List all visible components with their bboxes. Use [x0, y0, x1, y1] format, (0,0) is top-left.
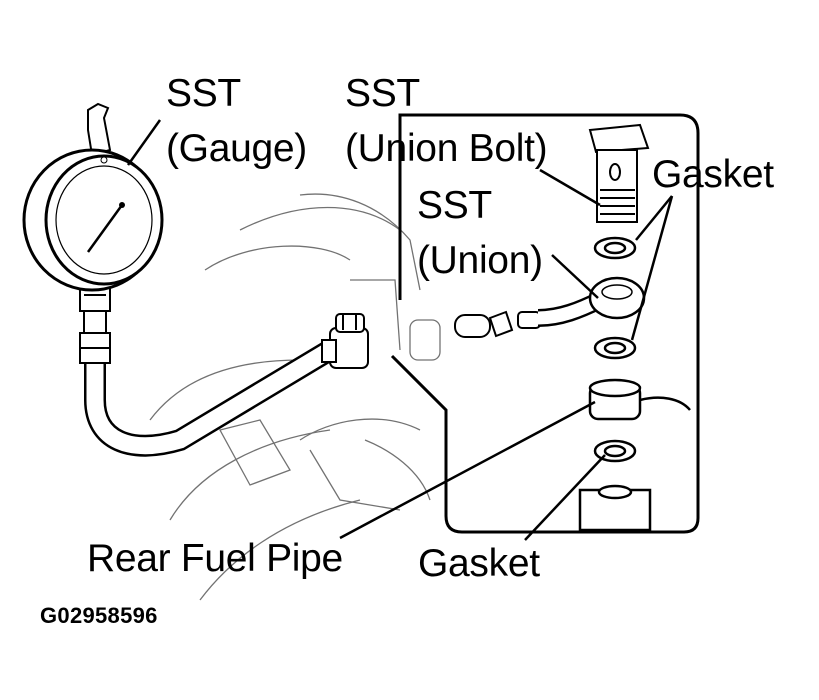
- label-rear-fuel-pipe: Rear Fuel Pipe: [87, 537, 343, 580]
- fuel-filter-union: [321, 313, 369, 369]
- label-sst-union-bolt-line1: SST: [345, 72, 420, 115]
- gaskets-and-fitting: [578, 236, 691, 532]
- label-sst-union-bolt-line2: (Union Bolt): [345, 127, 548, 170]
- label-gasket-top: Gasket: [652, 153, 774, 196]
- label-sst-gauge-line2: (Gauge): [166, 127, 307, 170]
- pressure-gauge: [22, 102, 164, 292]
- sst-union-bolt-part: [588, 123, 650, 223]
- leader-lines: [126, 119, 674, 541]
- sst-union-part: [537, 276, 646, 327]
- gauge-hose: [84, 340, 336, 457]
- label-sst-union-line1: SST: [417, 184, 492, 227]
- label-sst-union-line2: (Union): [417, 239, 543, 282]
- engine-background-sketch: [149, 193, 441, 601]
- rear-fuel-pipe-part: [454, 310, 541, 338]
- label-gasket-bottom: Gasket: [418, 542, 540, 585]
- gauge-fitting: [79, 284, 111, 364]
- figure-code: G02958596: [40, 603, 158, 628]
- label-sst-gauge-line1: SST: [166, 72, 241, 115]
- detail-enlargement-frame: [390, 113, 700, 534]
